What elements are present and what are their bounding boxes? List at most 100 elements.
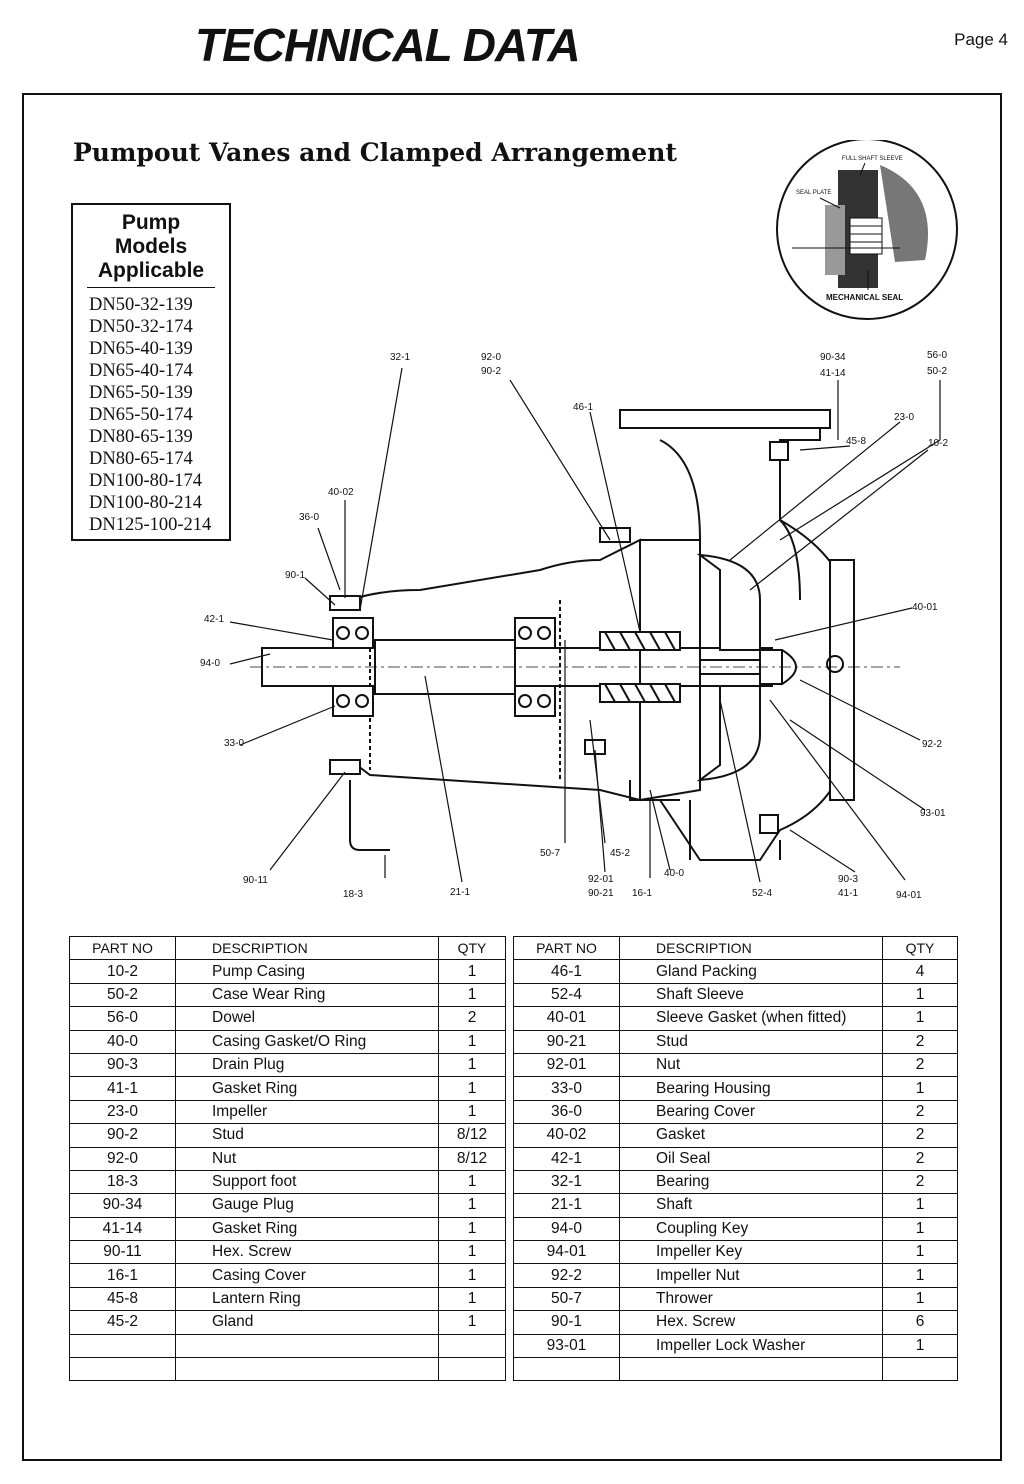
callout-90-11: 90-11 (243, 875, 268, 886)
callout-90-1: 90-1 (285, 570, 305, 581)
callout-46-1: 46-1 (573, 402, 593, 413)
callout-45-8: 45-8 (846, 436, 866, 447)
part-no-cell (513, 1357, 620, 1382)
qty-cell: 1 (438, 1240, 506, 1265)
part-no-cell: 90-1 (513, 1310, 620, 1335)
description-cell: Bearing Cover (619, 1099, 883, 1125)
part-no-cell: 45-8 (69, 1286, 176, 1312)
column-header-description: DESCRIPTION (619, 935, 883, 961)
description-cell: Stud (175, 1123, 439, 1148)
description-cell: Gauge Plug (175, 1193, 439, 1218)
part-no-cell: 93-01 (513, 1333, 620, 1359)
models-divider (87, 287, 215, 288)
description-cell: Casing Gasket/O Ring (175, 1029, 439, 1054)
content-frame (22, 93, 1002, 1461)
qty-cell: 1 (882, 1240, 958, 1265)
part-no-cell: 42-1 (513, 1146, 620, 1171)
description-cell: Gasket (619, 1123, 883, 1148)
part-no-cell: 90-2 (69, 1123, 176, 1148)
callout-18-3: 18-3 (343, 889, 363, 900)
full-shaft-sleeve-label: FULL SHAFT SLEEVE (842, 156, 903, 162)
qty-cell: 1 (882, 1216, 958, 1242)
callout-50-7: 50-7 (540, 848, 560, 859)
part-no-cell: 52-4 (513, 982, 620, 1008)
callout-50-2: 50-2 (927, 366, 947, 377)
description-cell: Gland Packing (619, 959, 883, 984)
callout-94-0: 94-0 (200, 658, 220, 669)
leader-lines (229, 367, 941, 883)
qty-cell: 4 (882, 959, 958, 984)
qty-cell: 2 (882, 1029, 958, 1054)
qty-cell (438, 1333, 506, 1359)
description-cell: Shaft (619, 1193, 883, 1218)
table-header-row: PART NO DESCRIPTION QTY (69, 935, 506, 961)
callout-41-1: 41-1 (838, 888, 858, 899)
qty-cell: 2 (882, 1146, 958, 1171)
description-cell: Coupling Key (619, 1216, 883, 1242)
qty-cell (438, 1357, 506, 1382)
qty-cell: 1 (882, 1263, 958, 1288)
callout-92-2: 92-2 (922, 739, 942, 750)
qty-cell (882, 1357, 958, 1382)
table-row (69, 1333, 506, 1359)
part-no-cell: 90-3 (69, 1052, 176, 1078)
description-cell: Impeller (175, 1099, 439, 1125)
qty-cell: 1 (438, 1052, 506, 1078)
table-row (69, 1357, 506, 1382)
part-no-cell: 90-11 (69, 1240, 176, 1265)
pump-sectional-diagram: FULL SHAFT SLEEVE SEAL PLATE MECHANICAL … (200, 140, 958, 901)
qty-cell: 1 (438, 1286, 506, 1312)
callout-40-0: 40-0 (664, 868, 684, 879)
qty-cell: 1 (438, 1193, 506, 1218)
callout-33-0: 33-0 (224, 738, 244, 749)
model-item: DN65-50-139 (89, 383, 193, 403)
models-heading-line: Models (114, 235, 188, 258)
description-cell: Thrower (619, 1286, 883, 1312)
description-cell: Shaft Sleeve (619, 982, 883, 1008)
seal-plate-label: SEAL PLATE (796, 190, 831, 196)
description-cell: Gasket Ring (175, 1216, 439, 1242)
qty-cell: 1 (438, 1076, 506, 1101)
description-cell: Gasket Ring (175, 1076, 439, 1101)
description-cell: Hex. Screw (175, 1240, 439, 1265)
description-cell: Lantern Ring (175, 1286, 439, 1312)
qty-cell: 1 (882, 1193, 958, 1218)
table-header-row: PART NO DESCRIPTION QTY (513, 935, 958, 961)
part-no-cell: 41-1 (69, 1076, 176, 1101)
description-cell: Drain Plug (175, 1052, 439, 1078)
model-item: DN100-80-174 (89, 471, 203, 491)
callout-94-01: 94-01 (896, 890, 922, 901)
qty-cell: 1 (438, 1029, 506, 1054)
description-cell (619, 1357, 883, 1382)
model-item: DN65-40-139 (89, 339, 193, 359)
column-header-part-no: PART NO (69, 935, 176, 961)
callout-40-01: 40-01 (912, 602, 938, 613)
callout-41-14: 41-14 (820, 368, 846, 379)
callout-32-1: 32-1 (390, 352, 410, 363)
part-no-cell: 40-0 (69, 1029, 176, 1054)
description-cell: Dowel (175, 1006, 439, 1031)
qty-cell: 8/12 (438, 1146, 506, 1171)
part-no-cell: 92-0 (69, 1146, 176, 1171)
description-cell: Stud (619, 1029, 883, 1054)
qty-cell: 1 (438, 982, 506, 1008)
qty-cell: 1 (438, 1263, 506, 1288)
callout-92-0: 92-0 (481, 352, 501, 363)
models-heading-line: Applicable (97, 259, 205, 282)
part-no-cell: 50-7 (513, 1286, 620, 1312)
description-cell (175, 1333, 439, 1359)
